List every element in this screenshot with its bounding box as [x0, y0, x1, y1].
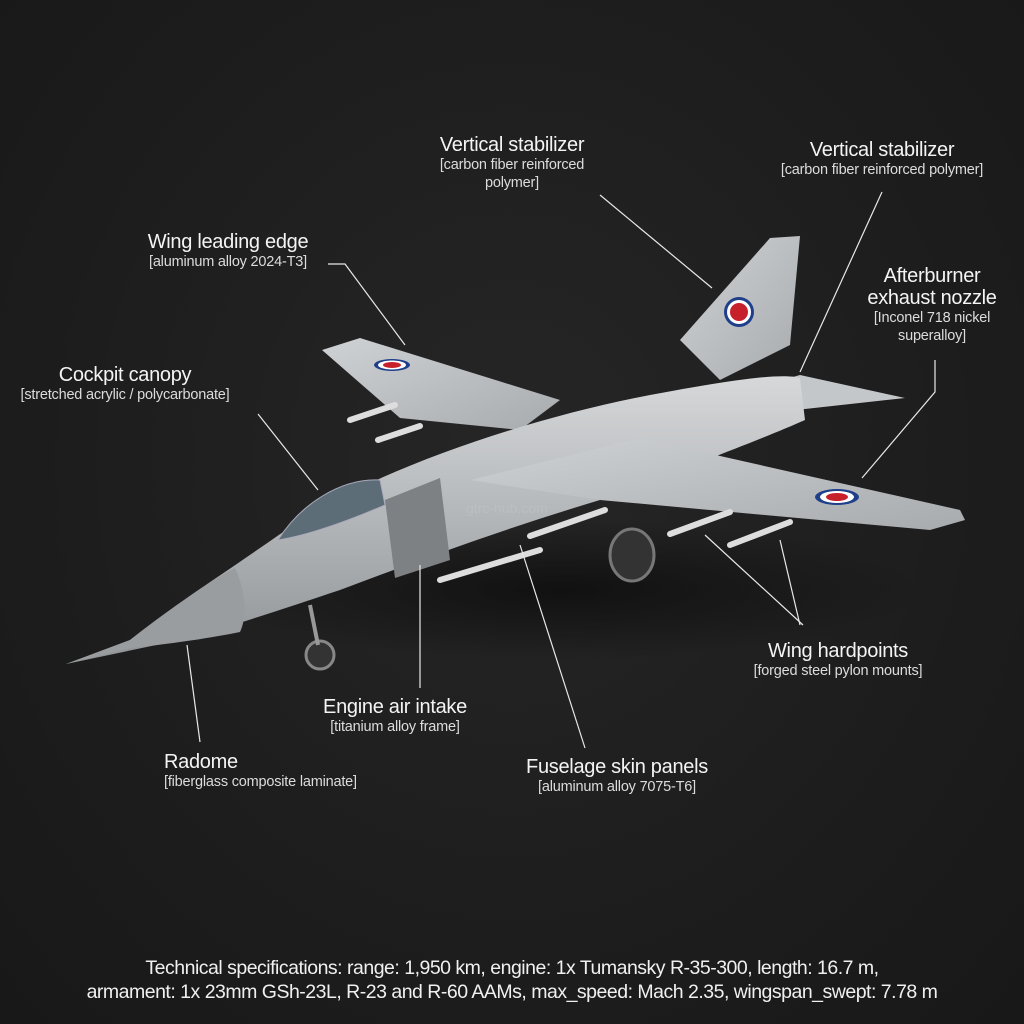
label-radome: Radome [fiberglass composite laminate] — [164, 751, 357, 790]
leader-radome — [186, 644, 201, 743]
label-cockpit-canopy: Cockpit canopy [stretched acrylic / poly… — [20, 364, 230, 403]
watermark: gtrc-hub.com — [466, 500, 548, 516]
missiles — [347, 402, 793, 583]
label-wing-leading-edge: Wing leading edge [aluminum alloy 2024-T… — [147, 231, 309, 270]
right-wing — [470, 438, 965, 530]
cockpit-canopy — [276, 479, 386, 541]
radome — [66, 568, 245, 664]
label-vertical-stabilizer-1: Vertical stabilizer [carbon fiber reinfo… — [439, 134, 585, 191]
leader-afterburner — [861, 360, 936, 479]
label-engine-air-intake: Engine air intake [titanium alloy frame] — [323, 696, 467, 735]
leader-vstab1 — [599, 194, 713, 289]
label-vertical-stabilizer-2: Vertical stabilizer [carbon fiber reinfo… — [780, 139, 984, 178]
specs-line-2: armament: 1x 23mm GSh-23L, R-23 and R-60… — [86, 981, 938, 1003]
leader-canopy — [257, 413, 319, 491]
leader-hardpoints-1 — [704, 534, 804, 626]
roundel-left-wing — [374, 359, 410, 371]
leader-skin — [519, 544, 586, 749]
leader-wing-le — [328, 263, 406, 346]
roundel-right-wing — [815, 489, 859, 505]
label-afterburner: Afterburner exhaust nozzle [Inconel 718 … — [867, 265, 997, 344]
leader-hardpoints-2 — [779, 539, 801, 626]
main-wheel — [608, 527, 656, 583]
leader-lines — [186, 191, 936, 749]
label-wing-hardpoints: Wing hardpoints [forged steel pylon moun… — [753, 640, 923, 679]
engine-intake — [385, 478, 450, 578]
specs-line-1: Technical specifications: range: 1,950 k… — [145, 957, 879, 979]
leader-vstab2 — [799, 191, 883, 373]
nose-wheel — [304, 639, 336, 671]
label-fuselage-skin: Fuselage skin panels [aluminum alloy 707… — [526, 756, 708, 795]
roundel-tail — [724, 297, 754, 327]
